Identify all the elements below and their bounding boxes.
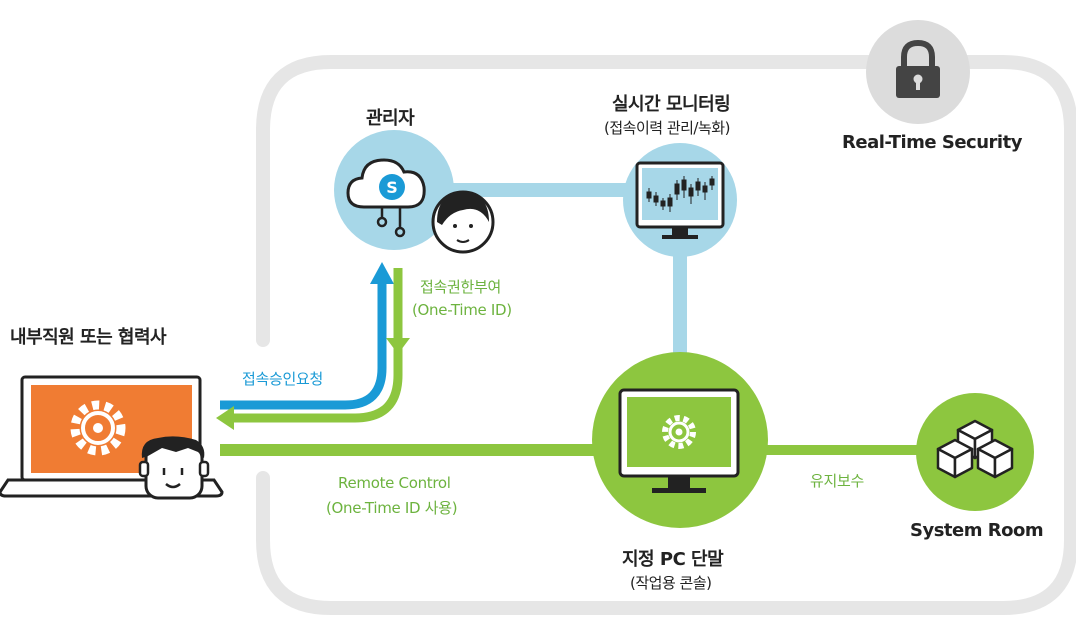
pc-monitor-icon — [618, 388, 740, 493]
grant-arrow — [230, 268, 403, 423]
designated-pc-sublabel: (작업용 콘솔) — [630, 574, 712, 592]
monitoring-label: 실시간 모니터링 — [612, 94, 731, 115]
monitoring-sublabel: (접속이력 관리/녹화) — [604, 119, 730, 137]
monitor-chart-icon — [635, 161, 725, 239]
remote-label-line1: Remote Control — [338, 474, 451, 492]
laptop-icon — [0, 375, 224, 498]
cloud-server-icon: S — [346, 158, 426, 238]
cloud-letter: S — [386, 178, 398, 197]
request-arrowhead — [370, 262, 394, 284]
grant-label-line2: (One-Time ID) — [412, 301, 512, 319]
remote-label-line2: (One-Time ID 사용) — [326, 499, 458, 517]
designated-pc-label: 지정 PC 단말 — [622, 549, 724, 570]
user-label: 내부직원 또는 협력사 — [10, 327, 167, 348]
cubes-icon — [936, 419, 1014, 479]
grant-label-line1: 접속권한부여 — [420, 278, 502, 296]
lock-icon — [896, 39, 940, 98]
request-label: 접속승인요청 — [242, 370, 324, 388]
grant-arrowhead — [386, 338, 410, 354]
maintenance-label: 유지보수 — [810, 472, 865, 490]
gear-icon — [70, 400, 126, 456]
admin-label: 관리자 — [366, 108, 415, 129]
admin-avatar — [431, 190, 495, 254]
security-boundary — [256, 55, 1076, 615]
user-avatar — [138, 436, 210, 500]
security-label: Real-Time Security — [842, 132, 1022, 153]
grant-arrowhead-left — [216, 406, 234, 430]
request-arrow — [220, 275, 387, 410]
gear-icon — [662, 415, 696, 449]
system-room-label: System Room — [910, 520, 1044, 541]
